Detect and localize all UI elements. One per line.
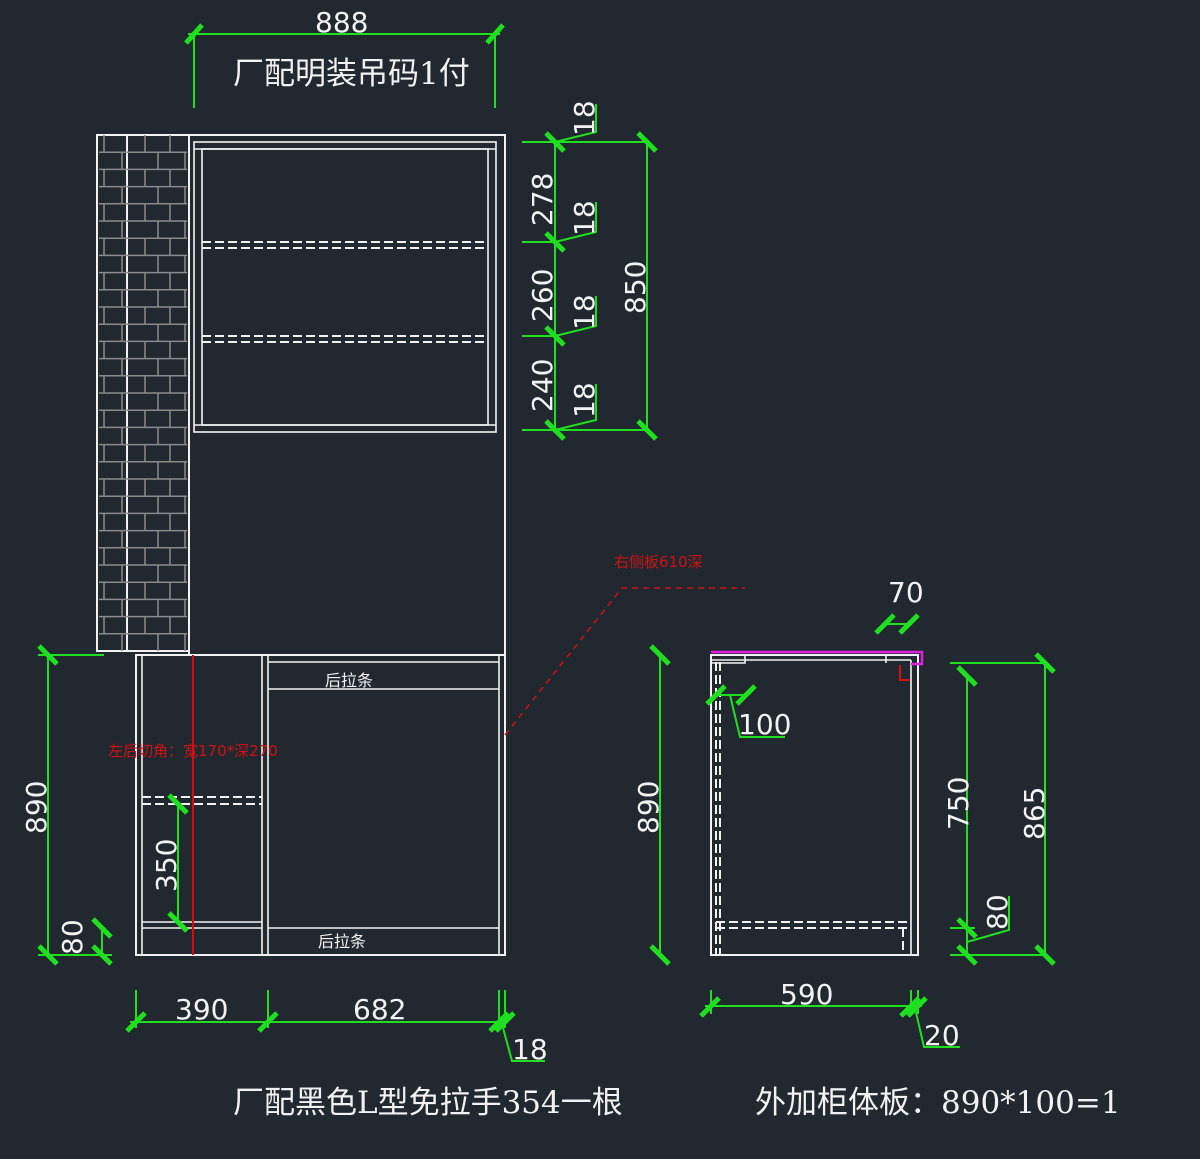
brick-wall (96, 134, 190, 652)
rear-strip-label-top: 后拉条 (325, 671, 373, 690)
dim-80-tick-top (91, 917, 113, 939)
dim-80-side-leader (966, 896, 1010, 943)
dim-888-label: 888 (315, 6, 368, 39)
rear-strip-label-bottom: 后拉条 (318, 932, 366, 951)
dim-18-leader-1 (554, 104, 597, 143)
bottom-note-extra-panel: 外加柜体板：890*100=1 (755, 1085, 1121, 1121)
dim-18-tick-right (494, 1011, 516, 1033)
right-panel-leader (504, 587, 745, 736)
dim-side-890-label: 890 (632, 781, 665, 834)
dim-70-tick-right (898, 613, 920, 635)
dim-18-label-2: 18 (568, 200, 601, 236)
dim-18-leader-4 (554, 384, 597, 431)
dim-260-label: 260 (526, 269, 559, 322)
dim-80-label: 80 (56, 919, 89, 955)
dim-side-890-tick-top (649, 644, 671, 666)
dim-888-tick-right (485, 23, 505, 45)
base-cabinet: 后拉条 后拉条 左后切角：宽170*深270 右侧板610深 (108, 553, 745, 956)
upper-door-frame-outer (193, 141, 497, 433)
left-cut-note: 左后切角：宽170*深270 (108, 742, 278, 760)
dim-890-tick-top (37, 644, 59, 666)
dim-18-label-base: 18 (512, 1033, 548, 1066)
dim-18-leader-3 (554, 296, 597, 337)
dimension-lines: 888 18 278 18 260 18 240 18 850 890 (20, 6, 1056, 1066)
dim-390-label: 390 (175, 993, 228, 1026)
side-front-rail (711, 655, 746, 664)
dim-350-tick-bottom (167, 911, 189, 933)
dim-750-tick-mid (956, 917, 978, 939)
dim-750-label: 750 (942, 777, 975, 830)
top-overhang-panel (711, 650, 924, 666)
dim-70-label: 70 (888, 576, 924, 609)
right-panel-note: 右侧板610深 (614, 553, 703, 571)
dim-20-leader (914, 1007, 960, 1048)
bottom-note-handle: 厂配黑色L型免拉手354一根 (233, 1085, 623, 1121)
dim-18-label-4: 18 (568, 382, 601, 418)
dim-70-tick-left (874, 613, 896, 635)
dim-590-label: 590 (780, 978, 833, 1011)
dim-850-label: 850 (619, 261, 652, 314)
dim-278-label: 278 (526, 173, 559, 226)
dim-590-tick-left (699, 996, 721, 1018)
top-note: 厂配明装吊码1付 (233, 56, 470, 92)
back-notch (899, 665, 910, 681)
dim-20-label: 20 (924, 1019, 960, 1052)
dim-100-label: 100 (738, 708, 791, 741)
dim-850-tick-top (636, 131, 658, 153)
dim-350-tick-top (167, 793, 189, 815)
dim-18-label-3: 18 (568, 294, 601, 330)
dim-682-tick-right (488, 1011, 510, 1033)
dim-890-label: 890 (20, 781, 53, 834)
dim-682-label: 682 (353, 993, 406, 1026)
dim-240-label: 240 (526, 359, 559, 412)
dim-100-tick-right (735, 684, 757, 706)
dim-18-leader-2 (554, 202, 597, 243)
dim-side-890-tick-bottom (649, 944, 671, 966)
dim-888-tick-left (184, 23, 204, 45)
dim-865-tick-top (1034, 652, 1056, 674)
upper-door-frame-inner (201, 148, 489, 426)
dim-865-tick-bottom (1034, 944, 1056, 966)
dim-850-tick-bottom (636, 419, 658, 441)
dim-750-tick-bottom (956, 944, 978, 966)
dim-80-side-label: 80 (981, 894, 1014, 930)
upper-cabinet (188, 134, 506, 656)
side-outline (710, 654, 919, 956)
dim-390-tick-right (257, 1011, 279, 1033)
upper-carcass-outline (188, 134, 506, 656)
dim-350-label: 350 (150, 839, 183, 892)
dim-100-tick-left (705, 684, 727, 706)
dim-865-label: 865 (1018, 787, 1051, 840)
dim-750-tick-top (956, 665, 978, 687)
base-carcass-outline (135, 654, 506, 956)
dim-890-tick-bottom (37, 944, 59, 966)
dim-100-leader (729, 694, 785, 738)
dim-590-tick-right (899, 996, 921, 1018)
dim-18-label-1: 18 (568, 100, 601, 136)
dim-390-tick-left (125, 1011, 147, 1033)
dim-18-leader-base (501, 1023, 545, 1062)
dim-80-tick-bottom (91, 944, 113, 966)
side-view-cabinet (710, 650, 924, 956)
dim-20-tick-right (906, 996, 928, 1018)
